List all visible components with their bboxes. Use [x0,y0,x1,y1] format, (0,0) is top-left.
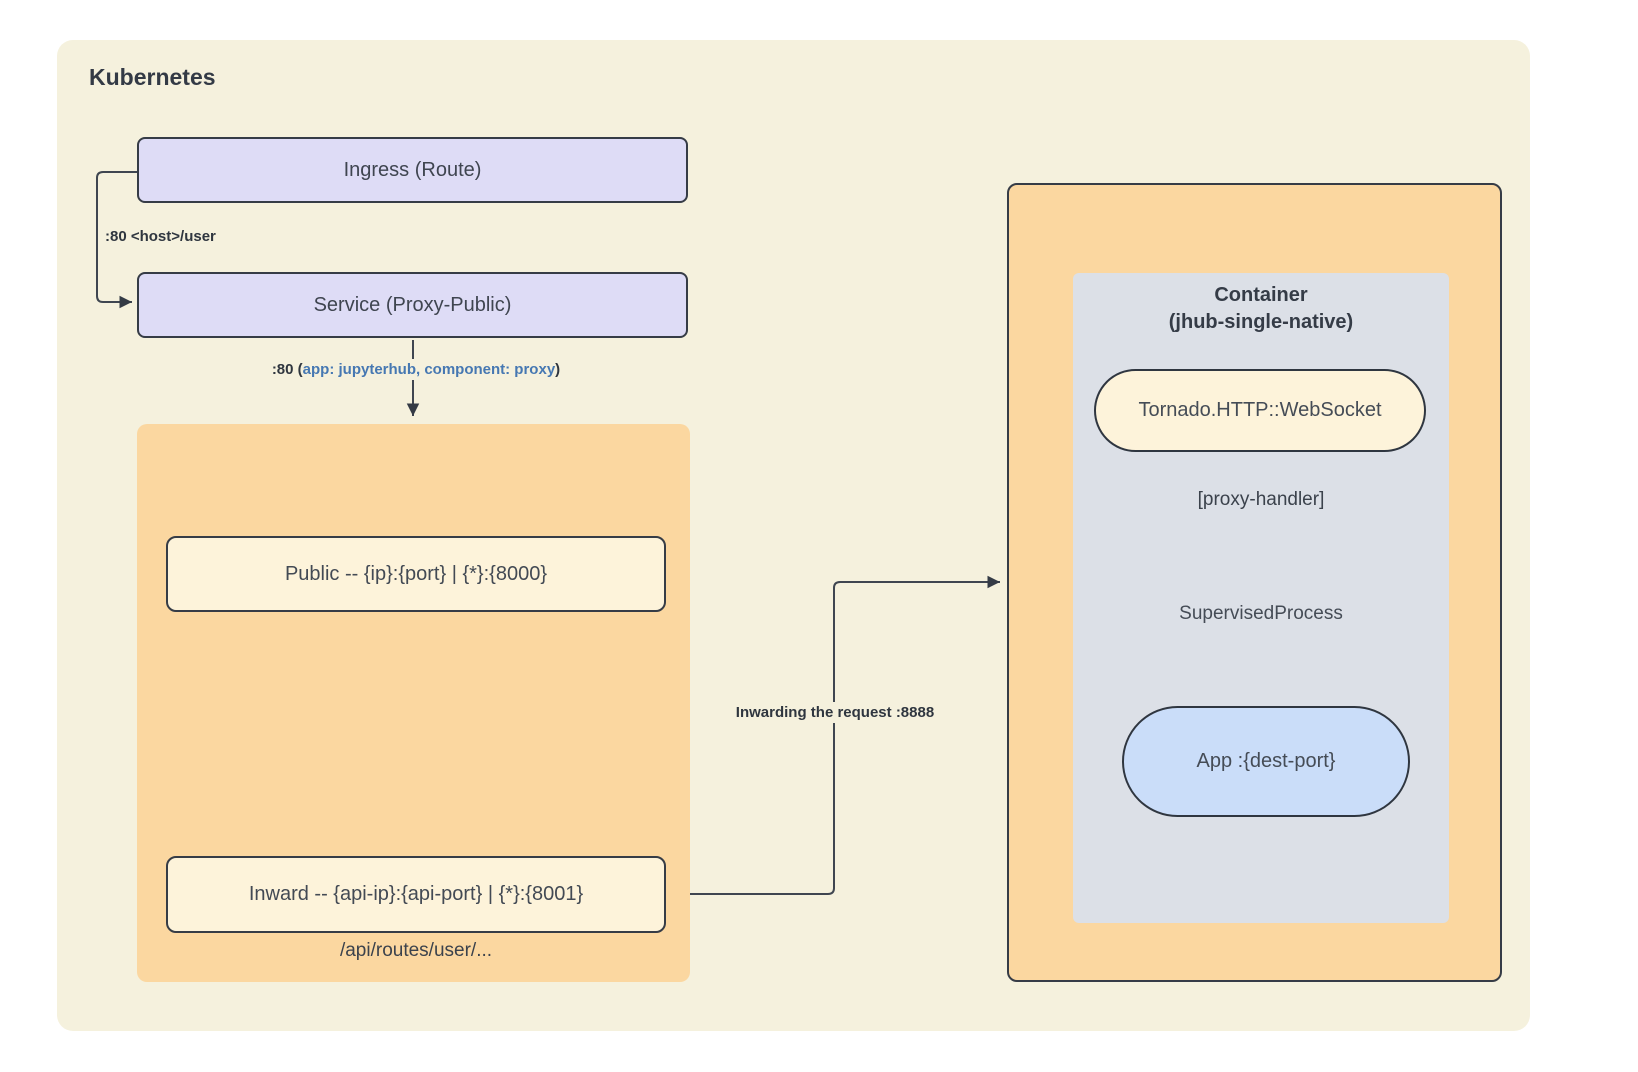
edge-label-inwarding-request: Inwarding the request :8888 [640,702,1030,723]
node-websocket: Tornado.HTTP::WebSocket [1094,369,1426,452]
node-app: App :{dest-port} [1122,706,1410,817]
node-public-endpoint: Public -- {ip}:{port} | {*}:{8000} [166,536,666,612]
node-app-label: App :{dest-port} [1196,750,1336,772]
container-title-line1: Container [1214,284,1308,306]
node-service: Service (Proxy-Public) [137,272,688,338]
node-ingress: Ingress (Route) [137,137,688,203]
node-inward-endpoint: Inward -- {api-ip}:{api-port} | {*}:{800… [166,856,666,933]
selector-value: app: jupyterhub, component: proxy [302,361,556,378]
supervised-process-label: SupervisedProcess [1179,603,1343,624]
node-ingress-label: Ingress (Route) [343,158,482,181]
node-websocket-label: Tornado.HTTP::WebSocket [1138,399,1382,421]
container-title: Container (jhub-single-native) [1073,282,1449,336]
edge-label-host-user: :80 <host>/user [105,228,216,245]
proxy-handler-label: [proxy-handler] [1197,489,1325,510]
node-service-label: Service (Proxy-Public) [313,293,512,316]
edge-label-service-selector-text: :80 (app: jupyterhub, component: proxy) [265,359,567,380]
container-title-line2: (jhub-single-native) [1168,311,1354,333]
node-public-endpoint-label: Public -- {ip}:{port} | {*}:{8000} [284,562,548,585]
edge-label-service-selector: :80 (app: jupyterhub, component: proxy) [166,359,666,380]
routes-note: /api/routes/user/... [339,940,493,961]
selector-suffix: ) [555,361,561,378]
edge-label-inwarding-request-text: Inwarding the request :8888 [729,702,941,723]
selector-prefix: :80 ( [271,361,303,378]
node-inward-endpoint-label: Inward -- {api-ip}:{api-port} | {*}:{800… [248,883,584,905]
kubernetes-title: Kubernetes [89,64,216,90]
